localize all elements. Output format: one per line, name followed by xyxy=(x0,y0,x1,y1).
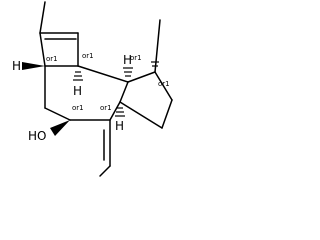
bond-methyl-c1 xyxy=(39,1,46,34)
hash-c6-methyl xyxy=(151,61,159,67)
hash-c5-h xyxy=(115,107,125,117)
stereo-label-c2: or1 xyxy=(72,104,84,112)
chemical-structure: H HO H H H or1 or1 or1 or1 or1 or1 xyxy=(12,1,173,177)
stereo-label-c4: or1 xyxy=(130,54,142,62)
stereo-label-c1: or1 xyxy=(46,55,58,63)
label-h-c4: H xyxy=(123,53,132,67)
bond-c4-c3 xyxy=(77,65,129,83)
label-h-c6: H xyxy=(115,119,124,133)
hash-c3-h xyxy=(73,71,83,81)
label-hydroxyl: HO xyxy=(28,129,46,143)
bond-c-exo-c5 xyxy=(109,101,121,121)
hash-c4-h xyxy=(123,67,133,77)
bond-c4-c6 xyxy=(127,71,156,83)
bond-ch2-c2 xyxy=(44,107,71,121)
stereo-label-c5: or1 xyxy=(100,104,112,112)
stereo-label-c3: or1 xyxy=(82,52,94,60)
label-h-c1: H xyxy=(12,59,21,73)
stereo-label-c6: or1 xyxy=(158,80,170,88)
bond-c5-c4 xyxy=(119,81,129,103)
bond-ch2b-c5 xyxy=(119,101,163,129)
bond-exo-end xyxy=(99,165,111,177)
bond-ch2a-ch2b xyxy=(161,99,173,129)
wedge-c1-h xyxy=(22,62,45,70)
bond-cyclobutene-left xyxy=(39,32,46,67)
wedge-c2-oh xyxy=(50,120,70,136)
bond-c6-ch2a xyxy=(154,71,173,101)
label-h-c3: H xyxy=(73,84,82,98)
bond-c6-methyl xyxy=(154,19,161,73)
